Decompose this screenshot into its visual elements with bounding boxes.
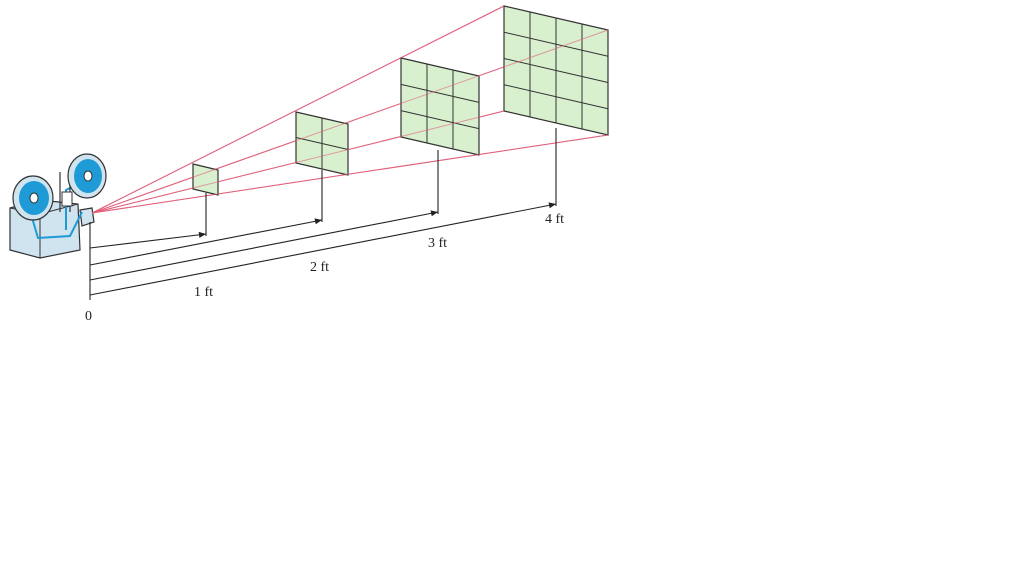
grid-line-horizontal [503, 58, 609, 83]
projector [9, 153, 107, 259]
light-ray-overlay-2 [91, 29, 609, 214]
light-ray-overlay-1 [91, 5, 505, 214]
distance-label-3ft: 3 ft [428, 236, 447, 251]
distance-markers [89, 128, 557, 300]
arrowhead-4ft [548, 202, 556, 209]
grid-line-horizontal [400, 110, 480, 130]
grid-line-horizontal [503, 84, 609, 110]
left-reel-icon [12, 175, 54, 221]
screen-3ft [400, 57, 480, 156]
screen-4ft [503, 5, 609, 136]
arrowhead-3ft [430, 210, 438, 217]
distance-line-4ft [89, 203, 557, 296]
screen-1ft [192, 163, 219, 196]
light-ray-overlay-4 [91, 110, 505, 214]
arrowhead-1ft [198, 231, 206, 238]
grid-line-horizontal [400, 83, 480, 103]
right-reel-icon [67, 153, 107, 199]
distance-label-4ft: 4 ft [545, 212, 564, 227]
light-ray-overlay-3 [91, 134, 609, 214]
grid-line-horizontal [295, 137, 349, 150]
distance-line-3ft [89, 211, 439, 281]
distance-line-2ft [89, 219, 323, 266]
origin-label: 0 [85, 309, 92, 324]
distance-line-1ft [89, 233, 207, 249]
distance-label-2ft: 2 ft [310, 260, 329, 275]
distance-label-1ft: 1 ft [194, 285, 213, 300]
screen-panel [400, 57, 480, 156]
screen-2ft [295, 111, 349, 176]
screen-panel [192, 163, 219, 196]
arrowhead-2ft [314, 218, 322, 225]
screens [91, 5, 609, 214]
